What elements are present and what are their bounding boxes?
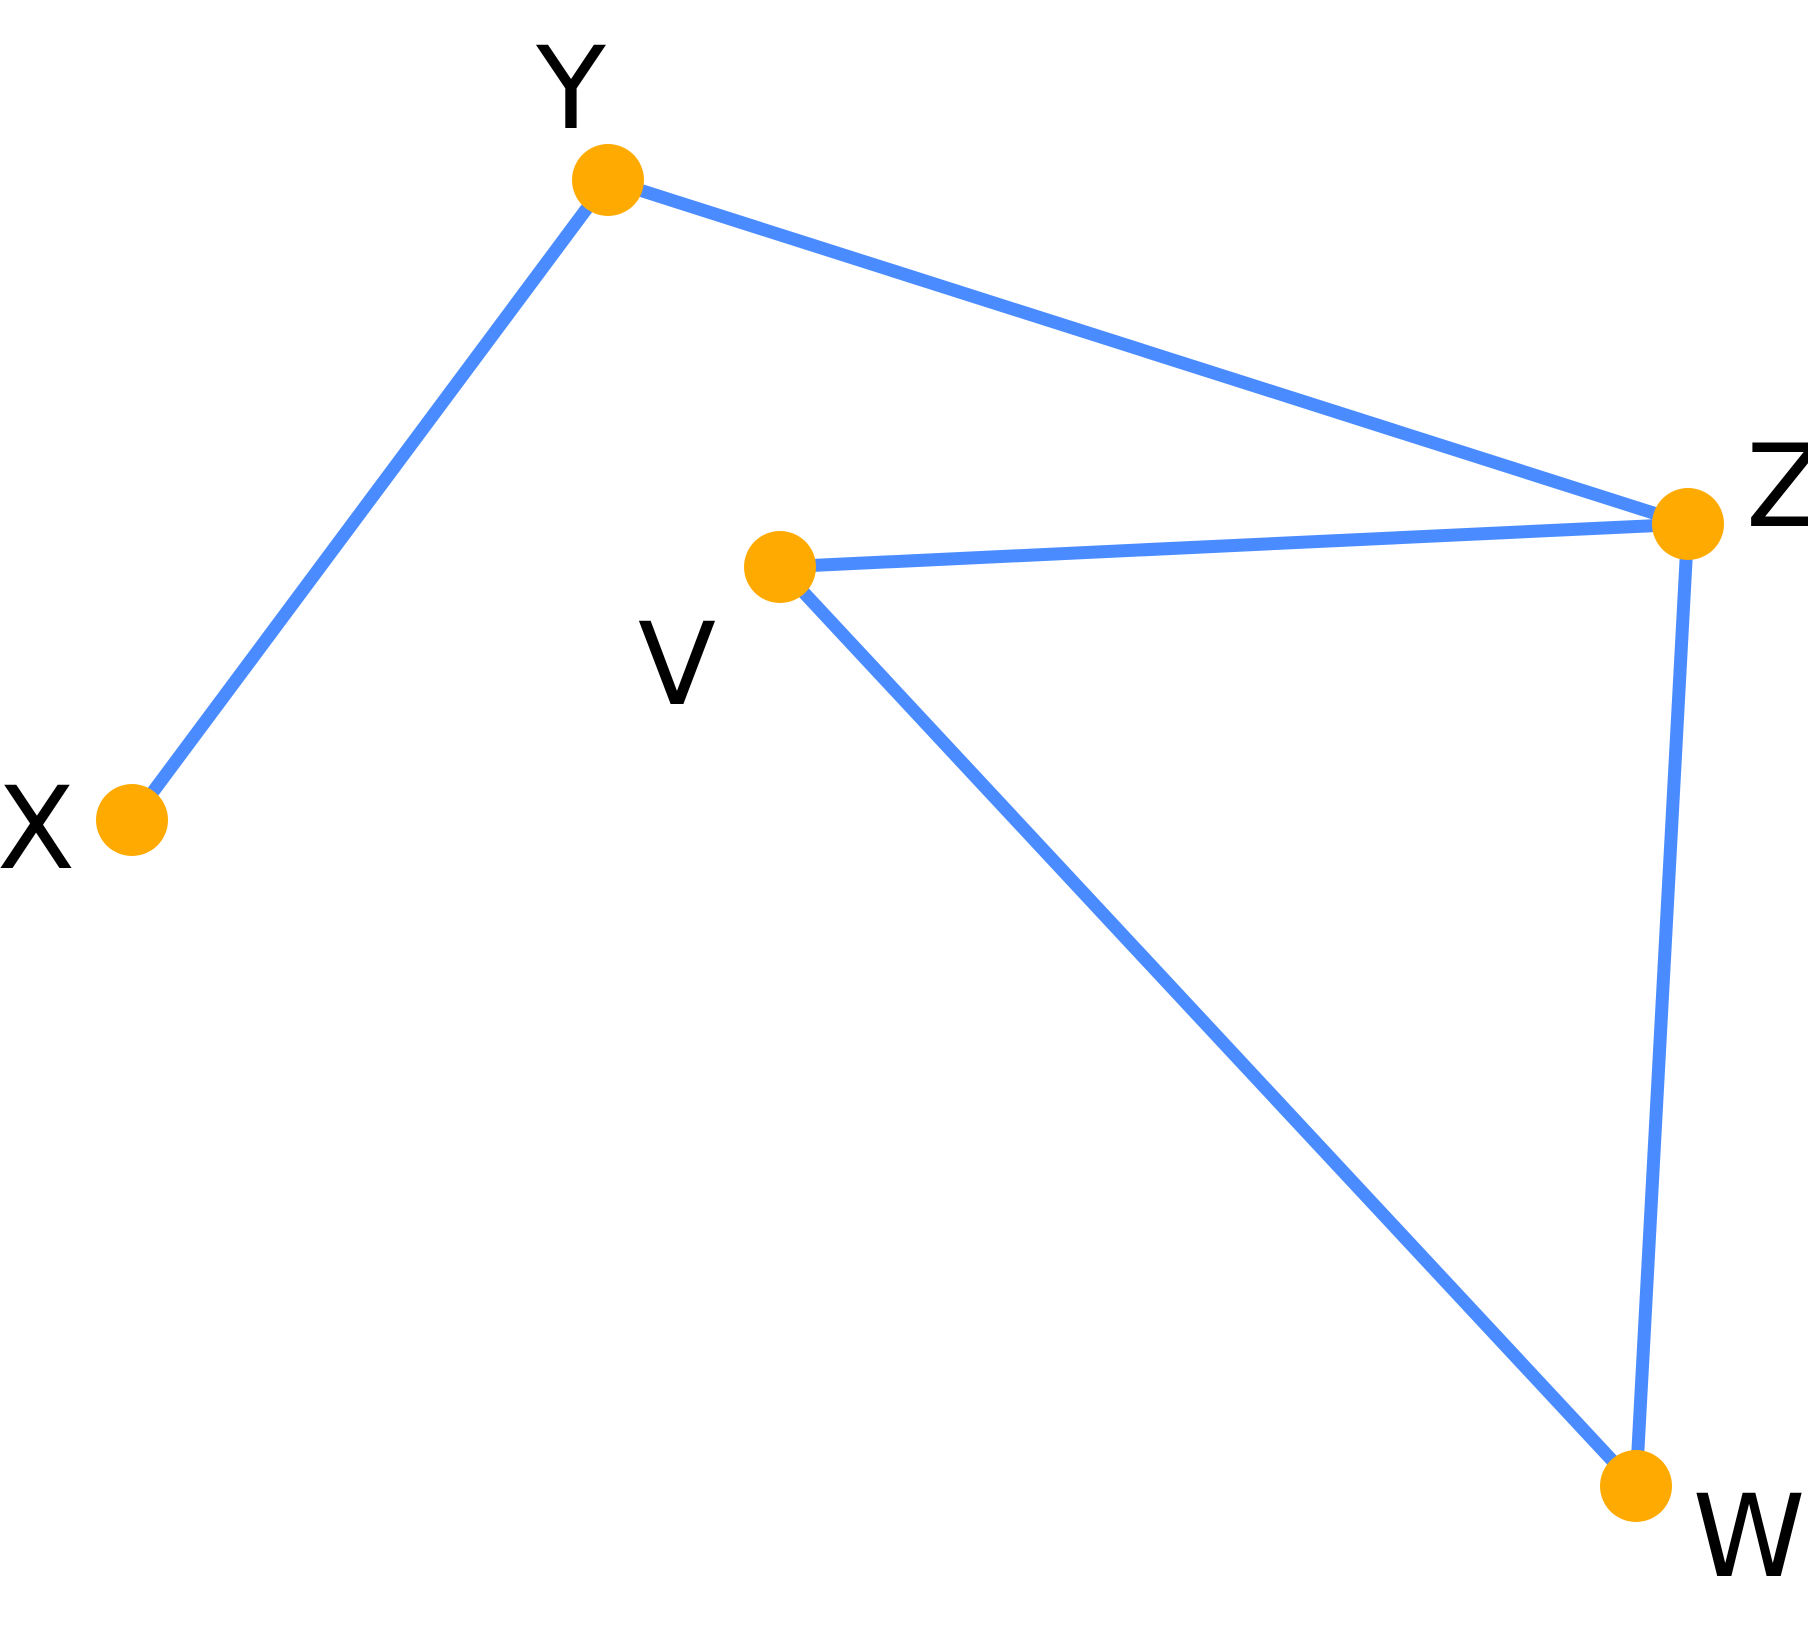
node-label-x: X [0, 762, 75, 895]
node-label-v: V [638, 598, 716, 731]
edge-y-z [606, 173, 1690, 531]
edge-x-y [126, 176, 614, 824]
edges-layer [126, 173, 1695, 1491]
node-v [744, 531, 816, 603]
edge-z-w [1629, 523, 1695, 1487]
node-x [96, 784, 168, 856]
node-label-y: Y [535, 22, 606, 155]
edge-v-z [779, 517, 1689, 574]
edge-v-w [775, 562, 1641, 1491]
node-label-z: Z [1746, 420, 1808, 553]
labels-layer: X Y Z V W [0, 22, 1808, 1603]
node-w [1600, 1450, 1672, 1522]
nodes-layer [96, 144, 1724, 1522]
node-z [1652, 488, 1724, 560]
node-label-w: W [1693, 1470, 1806, 1603]
node-y [572, 144, 644, 216]
